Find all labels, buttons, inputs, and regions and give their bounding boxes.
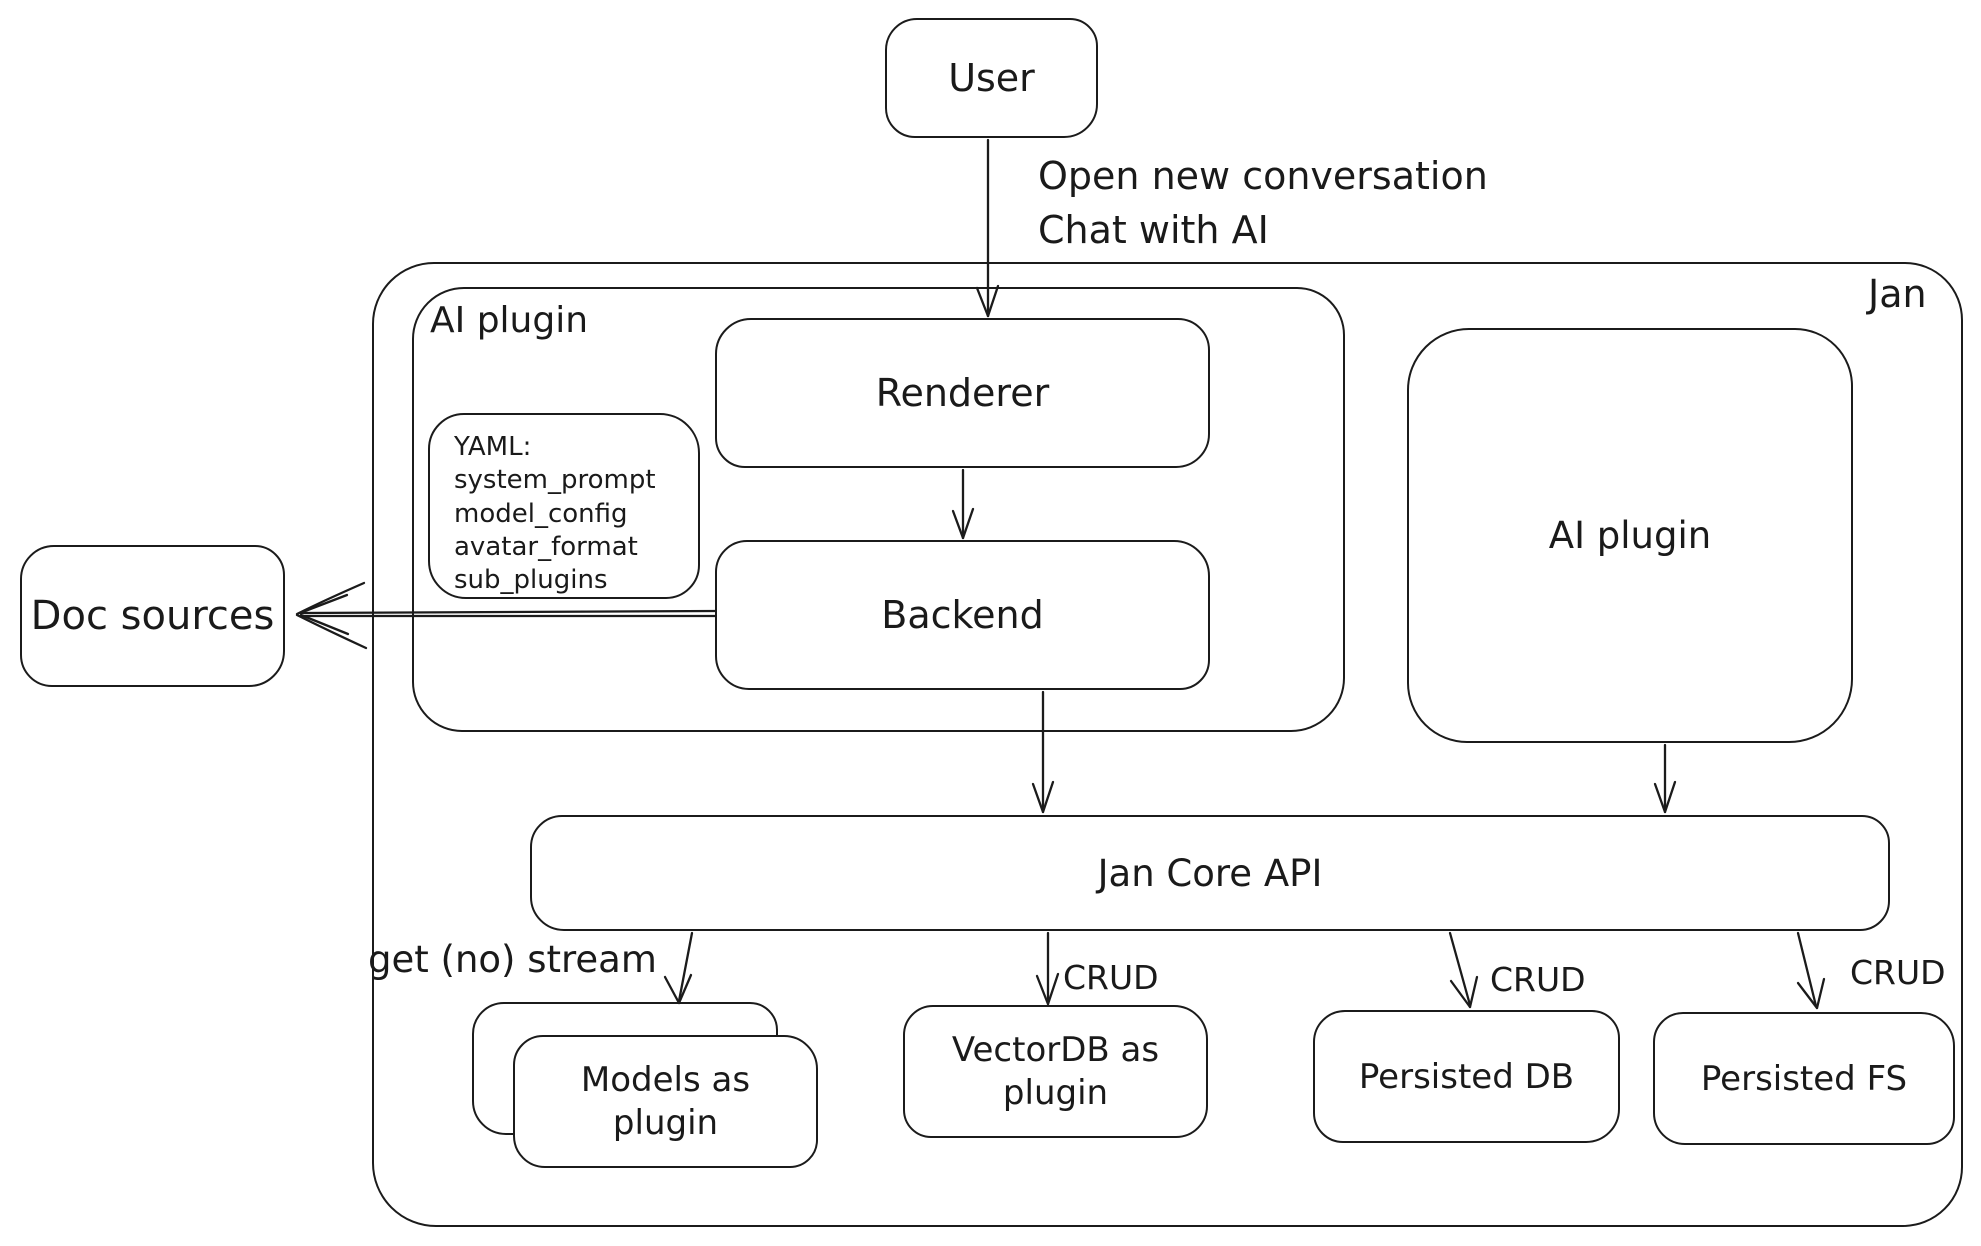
user-node: User — [885, 18, 1098, 138]
persisted-db-node: Persisted DB — [1313, 1010, 1620, 1143]
models-as-plugin-node: Models as plugin — [513, 1035, 818, 1168]
ai-plugin-left-node — [412, 287, 1345, 732]
ai-plugin-left-label: AI plugin — [430, 300, 589, 341]
renderer-node: Renderer — [715, 318, 1210, 468]
doc-sources-node-label: Doc sources — [30, 593, 275, 639]
vectordb-as-plugin-label: VectorDB as plugin — [951, 1030, 1160, 1113]
persisted-db-label: Persisted DB — [1358, 1056, 1575, 1097]
doc-sources-node: Doc sources — [20, 545, 285, 687]
models-as-plugin-label: Models as plugin — [580, 1060, 751, 1143]
vectordb-as-plugin-node: VectorDB as plugin — [903, 1005, 1208, 1138]
yaml-note: YAML: system_prompt model_config avatar_… — [428, 413, 700, 599]
ai-plugin-right-node: AI plugin — [1407, 328, 1853, 743]
user-node-label: User — [948, 56, 1035, 100]
jan-core-api-label: Jan Core API — [1097, 851, 1323, 895]
jan-container-label: Jan — [1868, 272, 1927, 316]
yaml-line: avatar_format — [454, 531, 638, 562]
yaml-line: system_prompt — [454, 465, 656, 496]
persisted-fs-label: Persisted FS — [1700, 1058, 1908, 1099]
crud-label-fs: CRUD — [1850, 953, 1946, 992]
backend-node-label: Backend — [881, 593, 1044, 637]
yaml-line: model_config — [454, 498, 628, 529]
backend-node: Backend — [715, 540, 1210, 690]
yaml-line: sub_plugins — [454, 565, 608, 596]
user-action-label: Open new conversation Chat with AI — [1038, 150, 1488, 258]
crud-label-vectordb: CRUD — [1063, 958, 1159, 997]
renderer-node-label: Renderer — [875, 371, 1050, 415]
ai-plugin-right-label: AI plugin — [1548, 514, 1712, 557]
jan-core-api-node: Jan Core API — [530, 815, 1890, 931]
user-action-line1: Open new conversation — [1038, 154, 1488, 198]
crud-label-db: CRUD — [1490, 960, 1586, 999]
jan-container-node — [372, 262, 1963, 1227]
get-stream-label: get (no) stream — [368, 938, 657, 981]
yaml-line: YAML: — [454, 432, 532, 462]
persisted-fs-node: Persisted FS — [1653, 1012, 1955, 1145]
user-action-line2: Chat with AI — [1038, 207, 1269, 252]
